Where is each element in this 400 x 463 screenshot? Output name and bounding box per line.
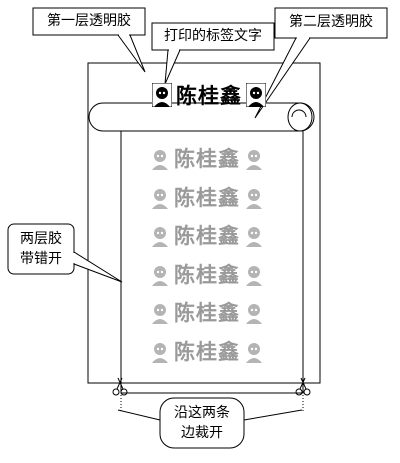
callout-pointer-offset: [73, 251, 123, 283]
portrait-icon: [244, 338, 264, 363]
portrait-icon: [244, 223, 264, 247]
scissors-icon: [295, 377, 311, 396]
callout-cut-line1: 沿这两条: [174, 405, 230, 421]
callout-box-offset: [7, 223, 75, 275]
repeated-label-name: 陈桂鑫: [174, 300, 240, 325]
top-label: 陈桂鑫: [152, 80, 266, 110]
repeated-label: 陈桂鑫: [150, 143, 264, 173]
repeated-label: 陈桂鑫: [150, 259, 264, 289]
callout-connector-right: [243, 409, 303, 421]
portrait-icon: [150, 300, 170, 324]
callout-box-printed-label: [151, 22, 275, 51]
scissors-icon: [112, 377, 128, 396]
callout-box-second-layer: [274, 7, 388, 39]
tape-roll-end: [287, 102, 313, 132]
portrait-icon: [152, 83, 172, 107]
callout-pointer-first-layer: [117, 34, 146, 73]
callout-offset-line2: 带错开: [20, 251, 62, 267]
repeated-label-name: 陈桂鑫: [174, 184, 240, 210]
callout-cut-line2: 边裁开: [181, 425, 223, 441]
portrait-icon: [150, 338, 170, 363]
top-label-name: 陈桂鑫: [176, 83, 242, 108]
callout-second-layer: 第二层透明胶: [289, 14, 373, 30]
portrait-icon: [150, 223, 170, 247]
repeated-label: 陈桂鑫: [150, 336, 264, 366]
portrait-icon: [150, 184, 170, 209]
callout-box-first-layer: [32, 7, 146, 36]
first-tape-layer: [87, 62, 321, 384]
portrait-icon: [244, 300, 264, 324]
tape-roll-curl: [291, 109, 307, 118]
repeated-label-name: 陈桂鑫: [174, 146, 240, 171]
repeated-label: 陈桂鑫: [150, 182, 264, 212]
callout-box-cut: [159, 397, 245, 449]
callout-offset: 两层胶 带错开: [8, 229, 74, 269]
repeated-label: 陈桂鑫: [150, 297, 264, 327]
portrait-icon: [150, 146, 170, 170]
portrait-icon: [244, 261, 264, 286]
callout-cut: 沿这两条 边裁开: [160, 403, 244, 443]
callout-first-layer: 第一层透明胶: [47, 13, 131, 29]
portrait-icon: [244, 184, 264, 209]
repeated-label-name: 陈桂鑫: [174, 338, 240, 364]
callout-pointer-printed-label: [164, 49, 181, 85]
callout-printed-label: 打印的标签文字: [164, 28, 262, 44]
portrait-icon: [244, 146, 264, 170]
repeated-label-name: 陈桂鑫: [174, 261, 240, 287]
callout-offset-line1: 两层胶: [20, 231, 62, 247]
callout-connector-left: [117, 409, 161, 421]
portrait-icon: [246, 83, 266, 107]
repeated-label-name: 陈桂鑫: [174, 223, 240, 248]
portrait-icon: [150, 261, 170, 286]
repeated-label: 陈桂鑫: [150, 220, 264, 250]
